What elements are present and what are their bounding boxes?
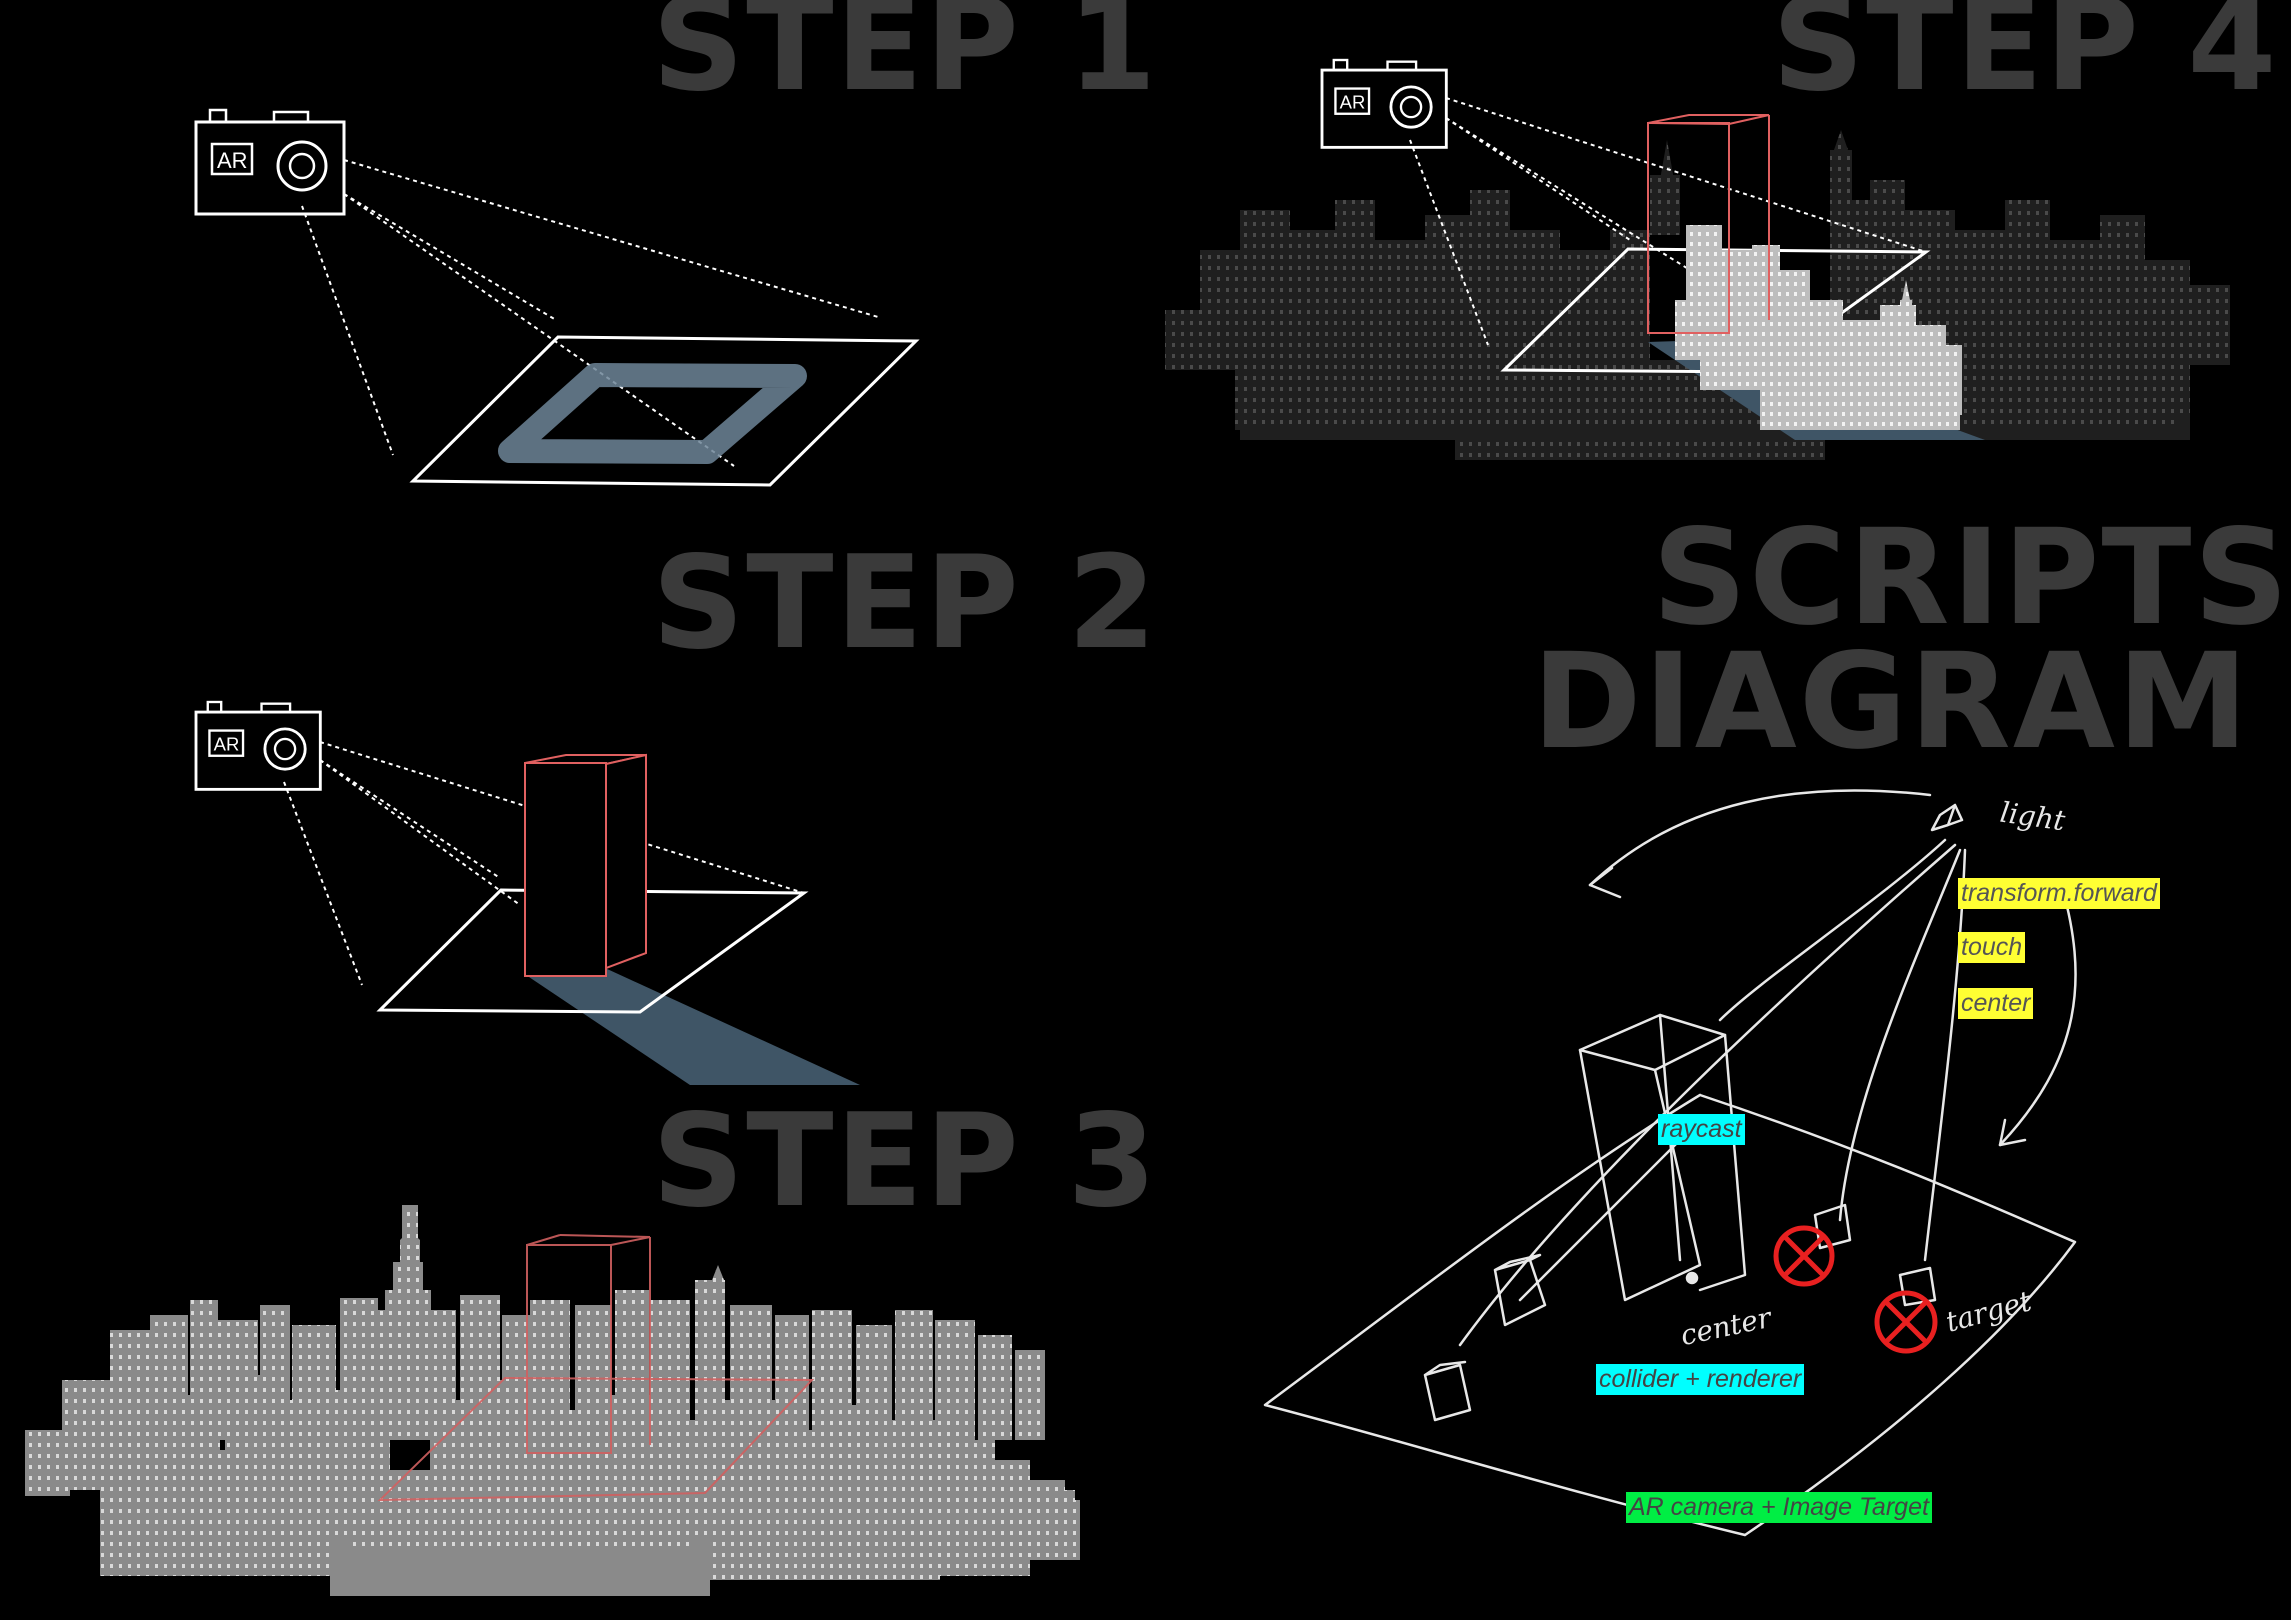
step2-illustration: AR xyxy=(194,700,860,1085)
heading-step-4: STEP 4 xyxy=(1772,0,2279,120)
heading-step-1: STEP 1 xyxy=(652,0,1159,120)
tag-raycast: raycast xyxy=(1658,1114,1745,1145)
image-target-plane xyxy=(376,888,809,1014)
step3-city xyxy=(25,1205,1080,1596)
scripts-sketch xyxy=(1263,789,2077,1537)
tag-transform-forward: transform.forward xyxy=(1958,878,2160,909)
ar-city-model xyxy=(1675,225,1962,430)
tag-center-top: center xyxy=(1958,988,2034,1019)
cube-shadow xyxy=(526,968,860,1085)
ar-cube-outline xyxy=(377,1234,815,1502)
camera-icon: AR xyxy=(194,108,346,216)
heading-diagram: DIAGRAM xyxy=(1532,625,2251,779)
heading-step-2: STEP 2 xyxy=(652,529,1159,678)
ar-cube xyxy=(524,753,647,977)
tag-collider-renderer: collider + renderer xyxy=(1596,1364,1805,1395)
image-target-plane xyxy=(409,335,920,487)
camera-icon: AR xyxy=(194,700,322,791)
heading-step-3: STEP 3 xyxy=(652,1087,1159,1236)
camera-ar-label: AR xyxy=(1340,92,1366,113)
step4-illustration: AR xyxy=(1165,58,2230,460)
camera-icon: AR xyxy=(1320,58,1448,149)
heading-scripts: SCRIPTS xyxy=(1652,501,2291,655)
step1-illustration: AR xyxy=(194,108,920,487)
tag-touch: touch xyxy=(1958,932,2026,963)
ar-cube xyxy=(1647,114,1770,334)
camera-ar-label: AR xyxy=(214,734,240,755)
blocked-ray-icon xyxy=(1874,1290,1938,1354)
detected-plane-outline xyxy=(498,363,807,464)
blocked-ray-icon xyxy=(1773,1225,1835,1287)
tag-ar-camera: AR camera + Image Target xyxy=(1626,1492,1932,1523)
camera-ar-label: AR xyxy=(217,148,248,173)
